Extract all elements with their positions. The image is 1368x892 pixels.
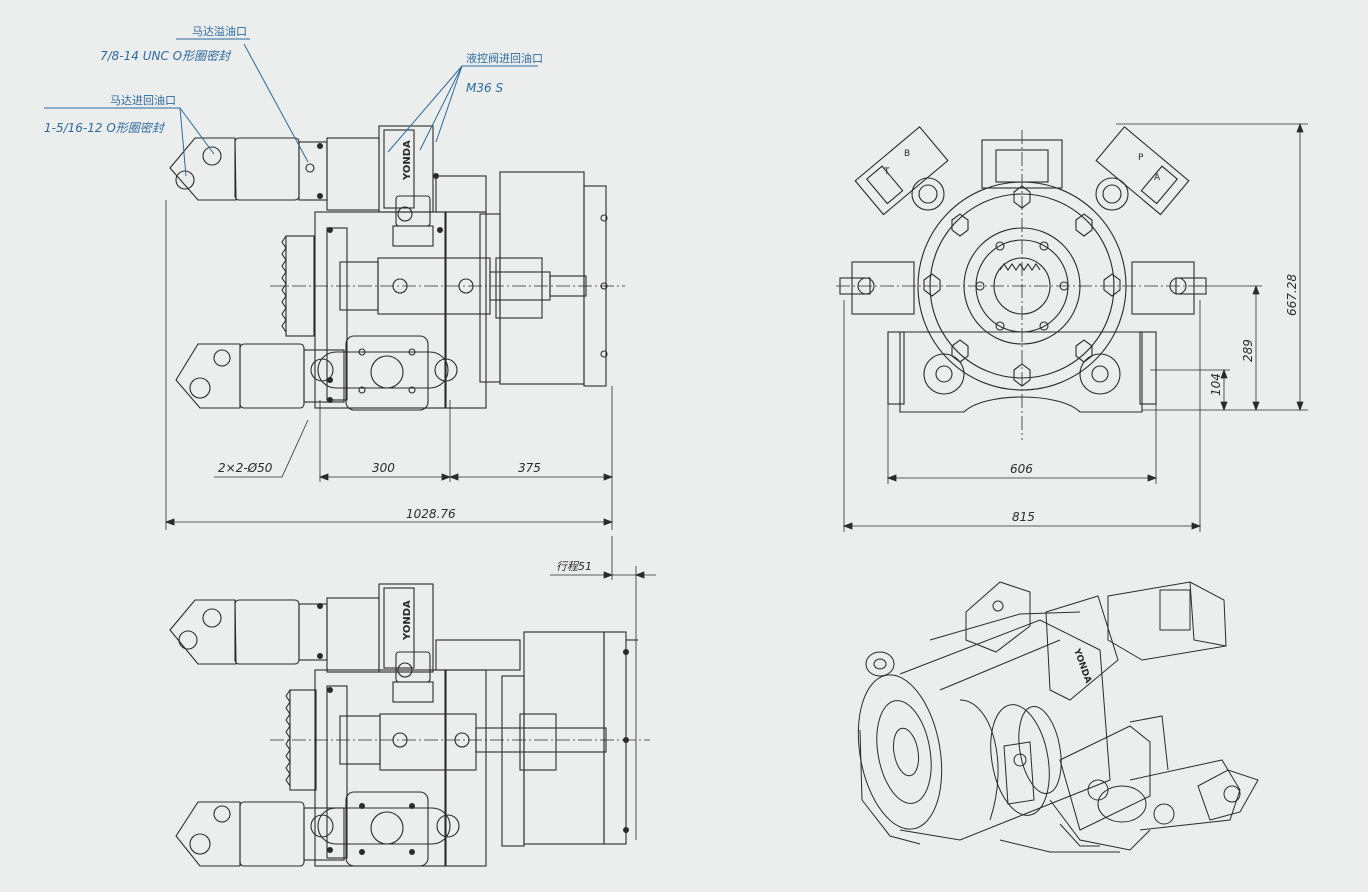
port-letter: A (1154, 173, 1161, 183)
callout-motor-overflow: 马达溢油口 (192, 24, 247, 38)
front-view-dimensions (842, 122, 1308, 532)
front-view-port-letters: T B P A (883, 149, 1161, 183)
dim-375: 375 (518, 461, 541, 475)
side-view-callouts: 马达溢油口 7/8-14 UNC O形圈密封 液控阀进回油口 M36 S 马达进… (44, 24, 543, 135)
port-letter: T (883, 167, 890, 177)
port-letter: P (1138, 153, 1144, 163)
side-view-dimensions (164, 200, 614, 530)
side-view: YONDA (169, 125, 625, 411)
valve-brand-label-extended: YONDA (402, 600, 413, 641)
side-view-extended: YONDA (169, 583, 650, 867)
dim-104: 104 (1209, 373, 1223, 396)
front-view-dimension-labels: 667.28 289 104 606 815 (1010, 274, 1299, 524)
iso-brand-label: YONDA (1071, 647, 1093, 685)
dim-606: 606 (1010, 462, 1033, 476)
callout-motor-port-spec: 1-5/16-12 O形圈密封 (44, 121, 166, 135)
side-view-callout-leaders (44, 38, 538, 177)
callout-motor-overflow-spec: 7/8-14 UNC O形圈密封 (100, 49, 232, 63)
port-letter: B (904, 149, 910, 159)
dim-hole-spec: 2×2-Ø50 (218, 461, 273, 475)
dim-815: 815 (1012, 510, 1035, 524)
valve-brand-label: YONDA (402, 140, 413, 181)
front-view (836, 126, 1207, 440)
isometric-view: YONDA (857, 581, 1259, 853)
dim-300: 300 (372, 461, 395, 475)
dim-height: 667.28 (1285, 274, 1299, 316)
stroke-dimension (550, 536, 656, 840)
dim-overall-length: 1028.76 (406, 507, 456, 521)
callout-motor-port: 马达进回油口 (110, 93, 176, 107)
side-view-dimension-labels: 2×2-Ø50 300 375 1028.76 (218, 461, 541, 521)
dim-stroke: 行程51 (556, 560, 592, 573)
callout-valve-port-spec: M36 S (466, 81, 503, 95)
dim-289: 289 (1241, 339, 1255, 362)
callout-valve-port: 液控阀进回油口 (466, 51, 543, 65)
